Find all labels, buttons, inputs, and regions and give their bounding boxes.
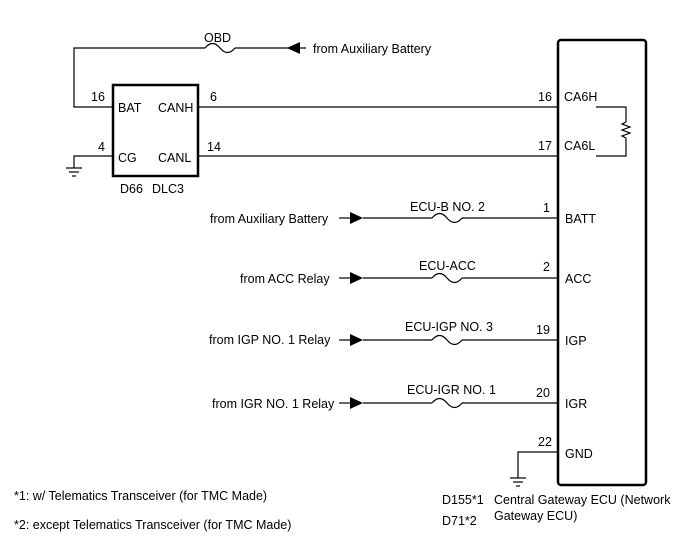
- termination-resistor: [596, 106, 632, 157]
- ecu-ground: [510, 451, 558, 487]
- dlc3-cg-label: CG: [118, 151, 137, 165]
- feed-igp-fuse: ECU-IGP NO. 3: [405, 320, 493, 334]
- ground-icon: [510, 477, 526, 487]
- dlc3-cg-num: 4: [98, 140, 105, 154]
- feed-batt: from Auxiliary Battery ECU-B NO. 2: [210, 200, 558, 226]
- ecu-connector-1: D155*1: [442, 493, 484, 507]
- feed-arrow-icon: [350, 334, 363, 346]
- dlc3-ground: [66, 155, 113, 177]
- footnote-2: *2: except Telematics Transceiver (for T…: [14, 518, 291, 532]
- ecu-ca6l-label: CA6L: [564, 139, 595, 153]
- obd-feed: OBD from Auxiliary Battery: [73, 31, 432, 108]
- dlc3-bat-num: 16: [91, 90, 105, 104]
- ecu-ca6l-num: 17: [538, 139, 552, 153]
- ecu-name-line2: Gateway ECU): [494, 509, 577, 523]
- feed-igr-source: from IGR NO. 1 Relay: [212, 397, 335, 411]
- ecu-gnd-label: GND: [565, 447, 593, 461]
- ecu-batt-label: BATT: [565, 212, 596, 226]
- feed-batt-source: from Auxiliary Battery: [210, 212, 329, 226]
- dlc3-canl-label: CANL: [158, 151, 191, 165]
- ecu-batt-num: 1: [543, 201, 550, 215]
- dlc3-name: DLC3: [152, 182, 184, 196]
- ecu-igp-num: 19: [536, 323, 550, 337]
- ecu-igr-label: IGR: [565, 397, 587, 411]
- ecu-igp-label: IGP: [565, 334, 587, 348]
- feed-arrow-icon: [350, 212, 363, 224]
- feed-igp: from IGP NO. 1 Relay ECU-IGP NO. 3: [209, 320, 558, 347]
- dlc3-canh-num: 6: [210, 90, 217, 104]
- ecu-name-line1: Central Gateway ECU (Network: [494, 493, 671, 507]
- ecu-gnd-num: 22: [538, 435, 552, 449]
- obd-source-label: from Auxiliary Battery: [313, 42, 432, 56]
- dlc3-canl-num: 14: [207, 140, 221, 154]
- obd-fuse-label: OBD: [204, 31, 231, 45]
- feed-acc: from ACC Relay ECU-ACC: [240, 259, 558, 286]
- feed-batt-fuse: ECU-B NO. 2: [410, 200, 485, 214]
- dlc3-connector-code: D66: [120, 182, 143, 196]
- footnote-1: *1: w/ Telematics Transceiver (for TMC M…: [14, 489, 267, 503]
- ecu-acc-label: ACC: [565, 272, 591, 286]
- feed-acc-fuse: ECU-ACC: [419, 259, 476, 273]
- feed-acc-source: from ACC Relay: [240, 272, 330, 286]
- dlc3-canh-label: CANH: [158, 101, 193, 115]
- ecu-igr-num: 20: [536, 386, 550, 400]
- feed-arrow-icon: [350, 272, 363, 284]
- feed-arrow-icon: [350, 397, 363, 409]
- ecu-ca6h-num: 16: [538, 90, 552, 104]
- dlc3-bat-label: BAT: [118, 101, 142, 115]
- can-bus-lines: [198, 106, 558, 157]
- ground-icon: [66, 167, 82, 177]
- obd-arrow-icon: [287, 42, 300, 54]
- feed-igr: from IGR NO. 1 Relay ECU-IGR NO. 1: [212, 383, 558, 411]
- feed-igp-source: from IGP NO. 1 Relay: [209, 333, 331, 347]
- ecu-ca6h-label: CA6H: [564, 90, 597, 104]
- ecu-acc-num: 2: [543, 260, 550, 274]
- ecu-connector-2: D71*2: [442, 514, 477, 528]
- dlc3-connector: 16 BAT CANH 6 4 CG CANL 14 D66 DLC3: [91, 83, 221, 196]
- central-gateway-ecu: 16 CA6H 17 CA6L 1 BATT 2 ACC 19 IGP 20 I…: [536, 38, 648, 487]
- feed-igr-fuse: ECU-IGR NO. 1: [407, 383, 496, 397]
